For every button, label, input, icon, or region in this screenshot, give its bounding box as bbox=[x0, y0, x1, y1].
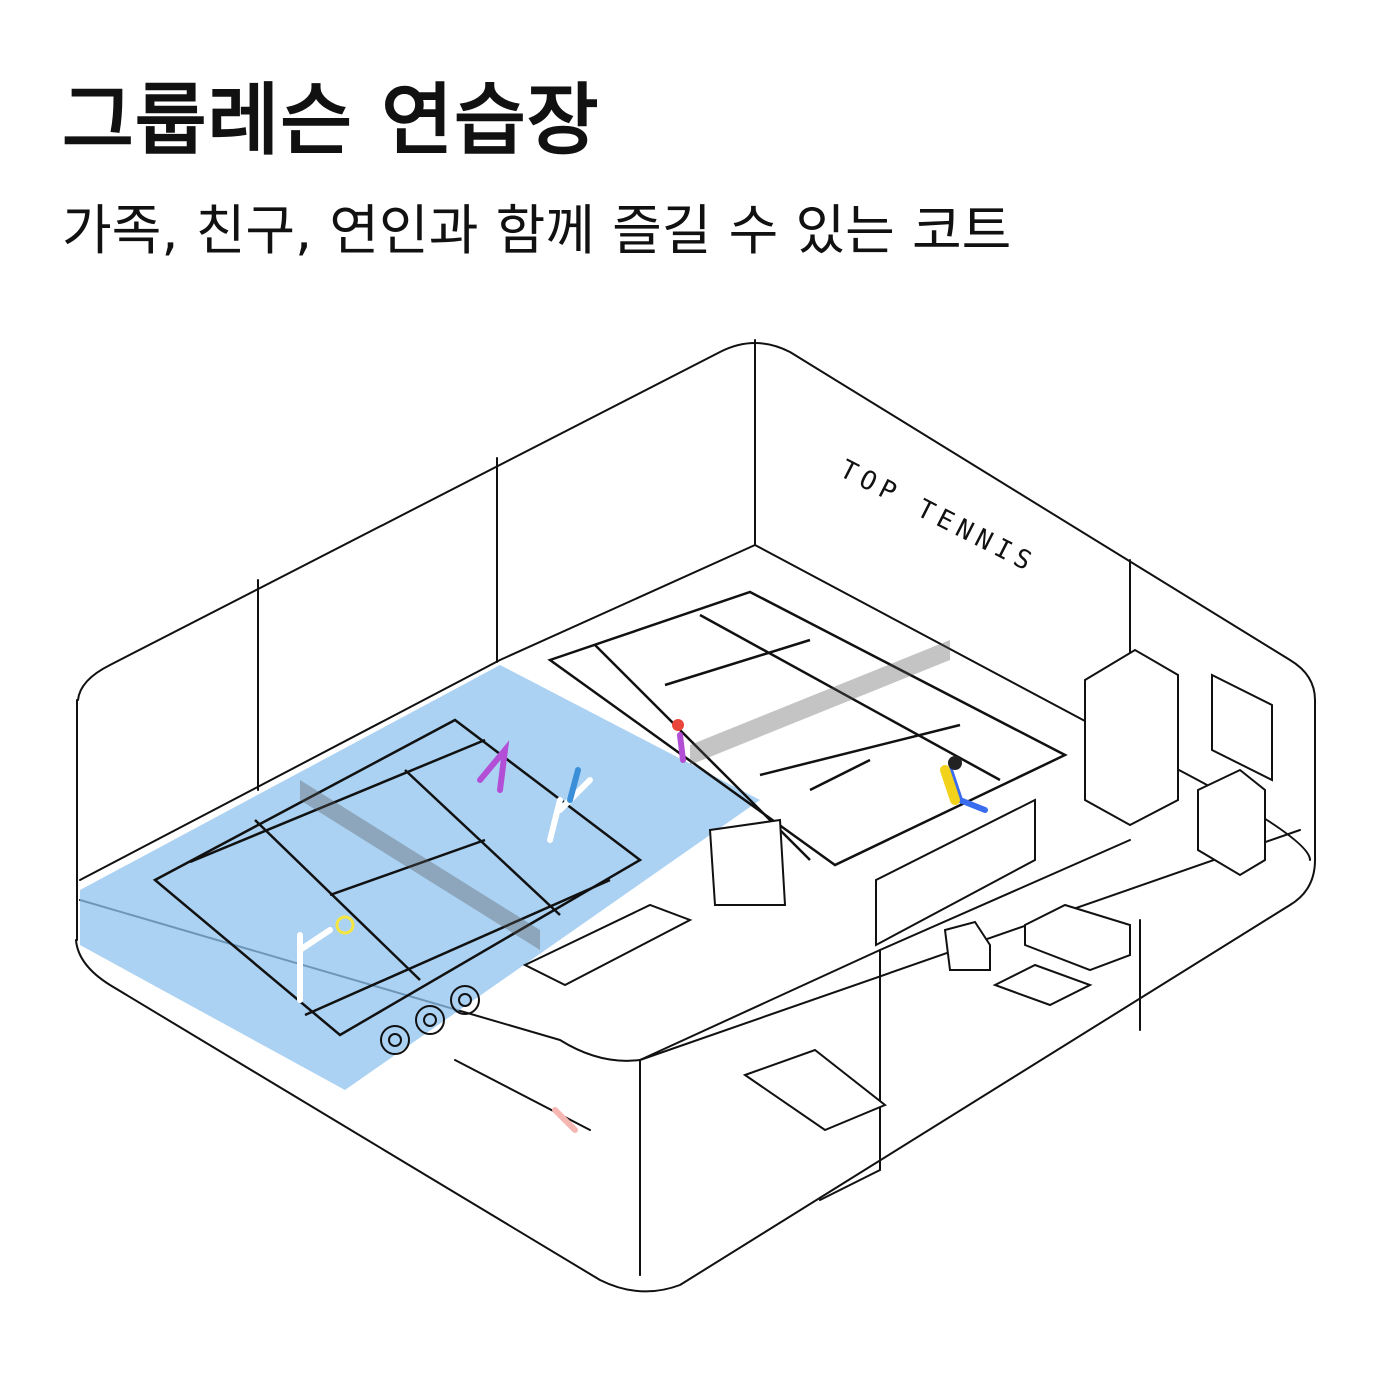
furniture bbox=[522, 648, 1273, 1132]
players bbox=[297, 719, 988, 1133]
armchair bbox=[943, 920, 991, 971]
floor-front-left bbox=[79, 899, 641, 1062]
shower-booth bbox=[1084, 648, 1179, 827]
group-lesson-court-highlight[interactable] bbox=[80, 665, 760, 1090]
page-subtitle: 가족, 친구, 연인과 함께 즐길 수 있는 코트 bbox=[62, 199, 1012, 262]
office-desk bbox=[742, 1048, 887, 1132]
sink-cabinet bbox=[1197, 768, 1266, 877]
sofa bbox=[1024, 903, 1131, 972]
ball-cart bbox=[708, 818, 787, 906]
lockers bbox=[875, 798, 1036, 947]
ball-rollers bbox=[380, 985, 480, 1055]
lesson-court-net bbox=[300, 780, 540, 950]
second-court-net bbox=[690, 640, 950, 765]
building-bottom-outline bbox=[75, 859, 1316, 1293]
page-title: 그룹레슨 연습장 bbox=[62, 76, 600, 166]
coffee-table bbox=[992, 963, 1093, 1007]
wall-sign-top-tennis: TOP TENNIS bbox=[835, 455, 1042, 580]
reception-desk bbox=[522, 903, 693, 987]
lesson-court-lines bbox=[152, 718, 643, 1037]
mirror bbox=[1211, 673, 1273, 782]
